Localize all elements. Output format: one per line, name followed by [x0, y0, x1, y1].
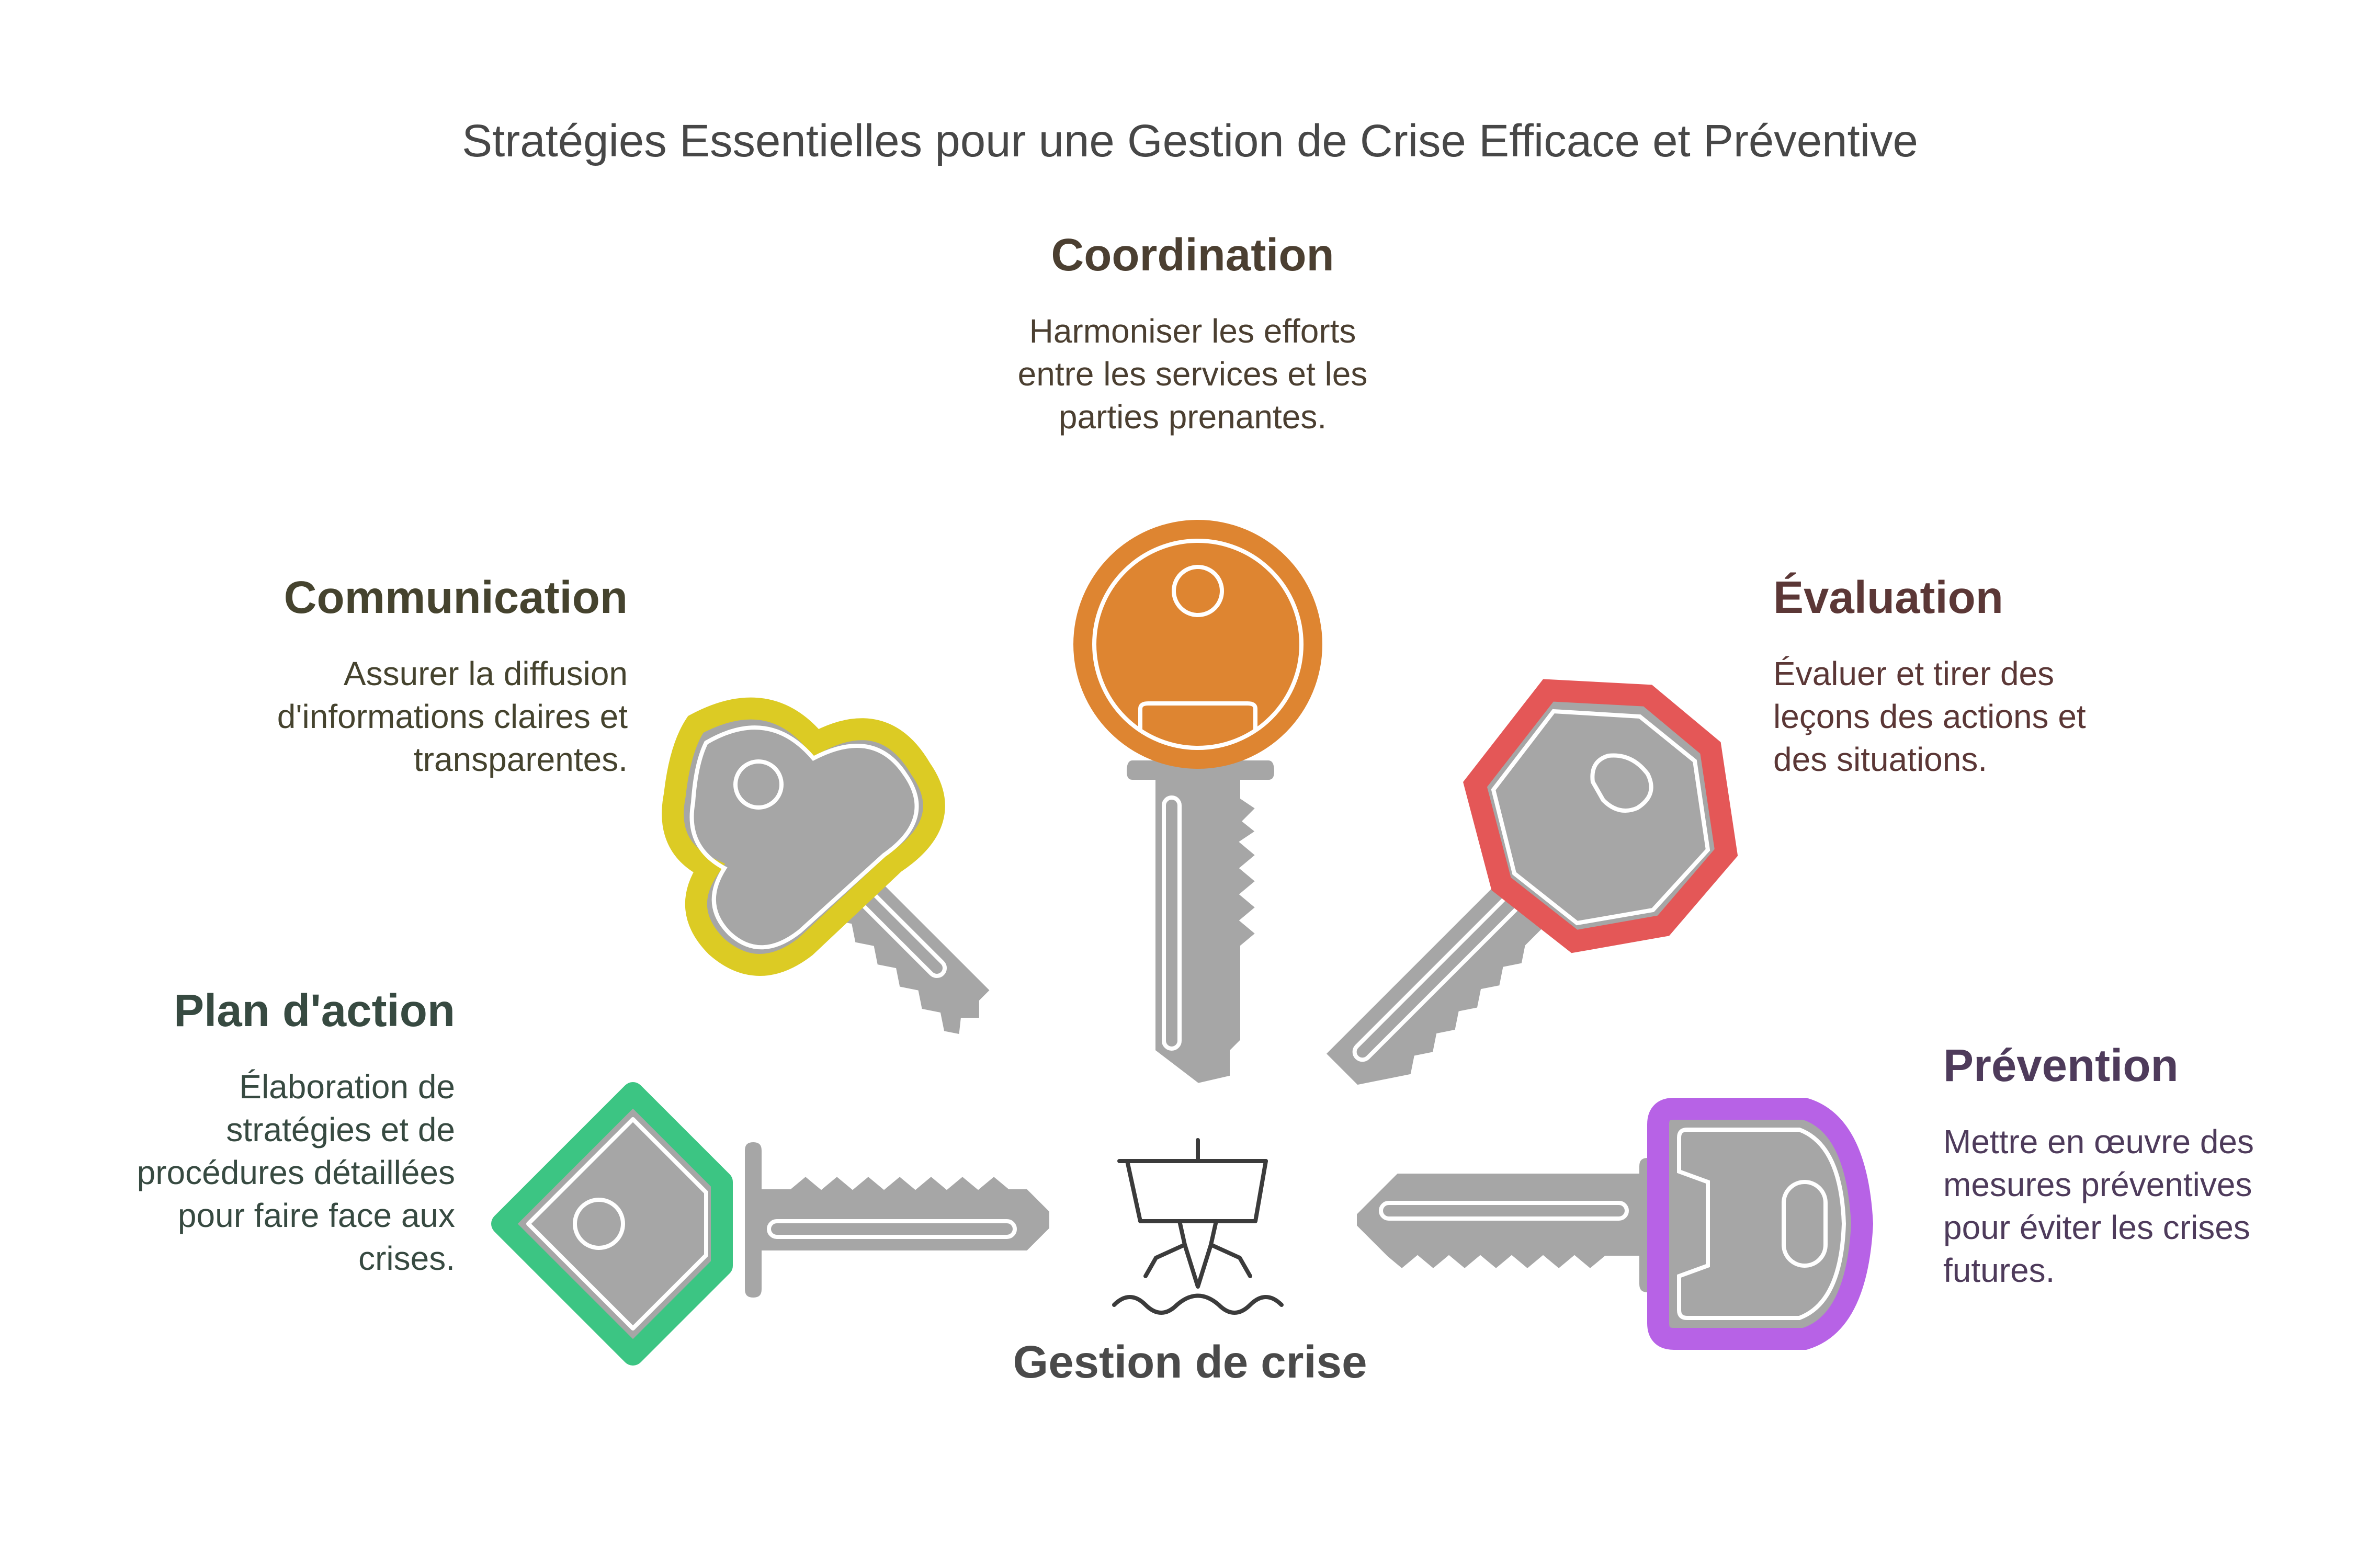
item-title: Plan d'action: [174, 985, 455, 1036]
description-line: mesures préventives: [1943, 1165, 2252, 1203]
item-description: Élaboration de stratégies et de procédur…: [52, 1065, 455, 1280]
description-line: stratégies et de: [226, 1110, 455, 1148]
description-line: pour faire face aux: [177, 1196, 455, 1234]
description-line: Évaluer et tirer des: [1773, 654, 2055, 692]
description-line: entre les services et les: [1017, 355, 1368, 393]
red-key-icon: [1320, 679, 1738, 1089]
item-evaluation: Évaluation Évaluer et tirer des leçons d…: [1773, 573, 2192, 781]
green-key-icon: [491, 1082, 1053, 1366]
item-title: Communication: [284, 572, 628, 623]
description-line: Élaboration de: [239, 1067, 455, 1106]
description-line: crises.: [358, 1239, 455, 1277]
center-label: Gestion de crise: [1013, 1337, 1367, 1388]
description-line: parties prenantes.: [1058, 397, 1327, 436]
item-coordination: Coordination Harmoniser les efforts entr…: [957, 230, 1428, 438]
purple-key-icon: [1353, 1098, 1874, 1350]
description-line: procédures détaillées: [137, 1153, 455, 1191]
item-prevention: Prévention Mettre en œuvre des mesures p…: [1943, 1041, 2351, 1292]
description-line: Mettre en œuvre des: [1943, 1122, 2254, 1161]
yellow-key-icon: [662, 697, 995, 1039]
item-description: Mettre en œuvre des mesures préventives …: [1943, 1120, 2351, 1292]
description-line: des situations.: [1773, 740, 1988, 778]
diagram-title: Stratégies Essentielles pour une Gestion…: [462, 116, 1918, 166]
item-description: Évaluer et tirer des leçons des actions …: [1773, 652, 2192, 781]
description-line: Harmoniser les efforts: [1029, 312, 1356, 350]
item-description: Harmoniser les efforts entre les service…: [957, 310, 1428, 438]
ship-on-waves-icon: [1112, 1138, 1284, 1315]
description-line: futures.: [1943, 1251, 2055, 1289]
item-title: Évaluation: [1773, 572, 2003, 623]
item-communication: Communication Assurer la diffusion d'inf…: [209, 573, 628, 781]
item-plan-action: Plan d'action Élaboration de stratégies …: [52, 986, 455, 1280]
description-line: d'informations claires et: [277, 697, 628, 735]
description-line: leçons des actions et: [1773, 697, 2086, 735]
description-line: pour éviter les crises: [1943, 1208, 2250, 1246]
description-line: transparentes.: [413, 740, 628, 778]
item-title: Coordination: [1051, 230, 1334, 280]
description-line: Assurer la diffusion: [343, 654, 628, 692]
item-description: Assurer la diffusion d'informations clai…: [209, 652, 628, 781]
orange-key-icon: [1073, 520, 1322, 1088]
item-title: Prévention: [1943, 1040, 2179, 1091]
